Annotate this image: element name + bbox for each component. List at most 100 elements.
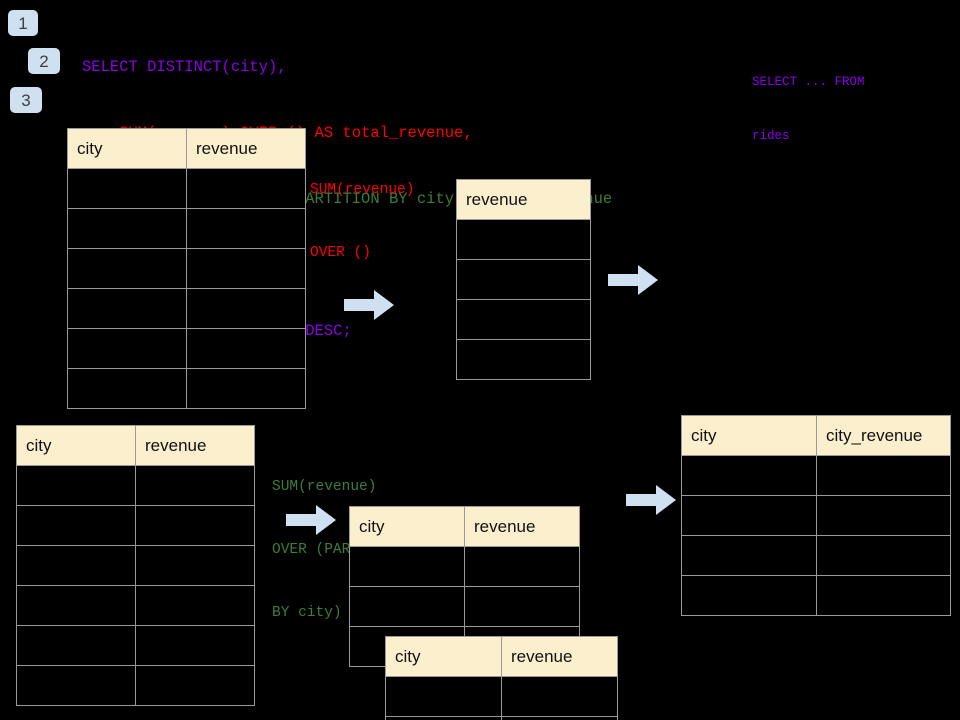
cell-city — [16, 665, 136, 706]
arrow-rides-to-partition — [286, 505, 336, 535]
column-header-city: city — [349, 506, 465, 547]
cell-revenue — [456, 259, 591, 300]
step-badge-2[interactable]: 2 — [28, 48, 60, 74]
arrow-partition-to-result — [626, 485, 676, 515]
step-badge-3[interactable]: 3 — [10, 87, 42, 113]
table-header-row: revenue — [456, 179, 591, 220]
column-header-revenue: revenue — [501, 636, 618, 677]
annotation-total-revenue: SUM(revenue) OVER () — [310, 138, 414, 306]
cell-city — [16, 585, 136, 626]
cell-city — [681, 495, 817, 536]
table-row — [681, 495, 951, 536]
total-revenue-table: revenue — [456, 179, 591, 380]
cell-city — [349, 546, 465, 587]
column-header-revenue: revenue — [464, 506, 580, 547]
cell-city-revenue — [816, 575, 951, 616]
table-row — [456, 259, 591, 300]
cell-city — [67, 208, 187, 249]
table-row — [16, 505, 255, 546]
table-row — [16, 465, 255, 506]
column-header-revenue: revenue — [186, 128, 306, 169]
cell-city — [67, 248, 187, 289]
table-header-row: city revenue — [349, 506, 580, 547]
cell-revenue — [464, 546, 580, 587]
table-row — [681, 455, 951, 496]
cell-revenue — [456, 219, 591, 260]
table-row — [67, 328, 306, 369]
cell-city — [349, 586, 465, 627]
step-badge-1-label: 1 — [18, 13, 28, 33]
cell-revenue — [501, 716, 618, 720]
cell-revenue — [186, 248, 306, 289]
cell-city — [67, 168, 187, 209]
table-row — [16, 625, 255, 666]
arrow-total-revenue-to-result — [608, 265, 658, 295]
cell-city-revenue — [816, 535, 951, 576]
step-badge-2-label: 2 — [39, 51, 49, 71]
table-row — [349, 586, 580, 627]
rides-source-table-bottom: city revenue — [16, 425, 255, 706]
step-badge-3-label: 3 — [21, 90, 31, 110]
table-row — [67, 288, 306, 329]
partition-group-table-front: city revenue — [385, 636, 618, 720]
cell-city — [16, 505, 136, 546]
cell-revenue — [186, 208, 306, 249]
cell-revenue — [464, 586, 580, 627]
table-header-row: city revenue — [16, 425, 255, 466]
table-row — [456, 339, 591, 380]
annotation-total-revenue-line-1: SUM(revenue) — [310, 182, 415, 198]
cell-city — [681, 455, 817, 496]
table-row — [456, 299, 591, 340]
cell-city — [681, 575, 817, 616]
table-row — [67, 248, 306, 289]
select-from-rides-note: SELECT ... FROM rides — [752, 37, 865, 181]
cell-city — [67, 328, 187, 369]
table-row — [681, 535, 951, 576]
table-row — [67, 368, 306, 409]
cell-revenue — [186, 368, 306, 409]
city-revenue-result-table: city city_revenue — [681, 415, 951, 616]
rides-source-table-top: city revenue — [67, 128, 306, 409]
table-row — [67, 168, 306, 209]
cell-revenue — [135, 505, 255, 546]
cell-revenue — [186, 168, 306, 209]
table-row — [16, 585, 255, 626]
table-row — [349, 546, 580, 587]
cell-city-revenue — [816, 455, 951, 496]
table-row — [16, 665, 255, 706]
select-from-rides-note-line-2: rides — [752, 129, 790, 143]
column-header-city-revenue: city_revenue — [816, 415, 951, 456]
annotation-total-revenue-line-2: OVER () — [310, 245, 371, 261]
table-row — [456, 219, 591, 260]
cell-revenue — [135, 625, 255, 666]
step-badge-1[interactable]: 1 — [8, 10, 38, 36]
annotation-city-revenue-line-1: SUM(revenue) — [272, 479, 377, 495]
cell-city — [16, 625, 136, 666]
column-header-city: city — [67, 128, 187, 169]
table-row — [67, 208, 306, 249]
cell-revenue — [135, 465, 255, 506]
cell-city — [681, 535, 817, 576]
cell-city — [67, 368, 187, 409]
cell-city — [385, 716, 502, 720]
column-header-city: city — [16, 425, 136, 466]
table-row — [385, 716, 618, 720]
table-row — [16, 545, 255, 586]
table-header-row: city revenue — [385, 636, 618, 677]
cell-city — [67, 288, 187, 329]
table-header-row: city revenue — [67, 128, 306, 169]
cell-revenue — [135, 585, 255, 626]
cell-revenue — [135, 545, 255, 586]
table-header-row: city city_revenue — [681, 415, 951, 456]
column-header-city: city — [681, 415, 817, 456]
cell-city — [16, 465, 136, 506]
cell-revenue — [501, 676, 618, 717]
sql-line-select: SELECT DISTINCT(city), — [82, 58, 287, 76]
column-header-revenue: revenue — [135, 425, 255, 466]
table-row — [681, 575, 951, 616]
cell-city — [16, 545, 136, 586]
cell-city-revenue — [816, 495, 951, 536]
table-row — [385, 676, 618, 717]
column-header-revenue: revenue — [456, 179, 591, 220]
